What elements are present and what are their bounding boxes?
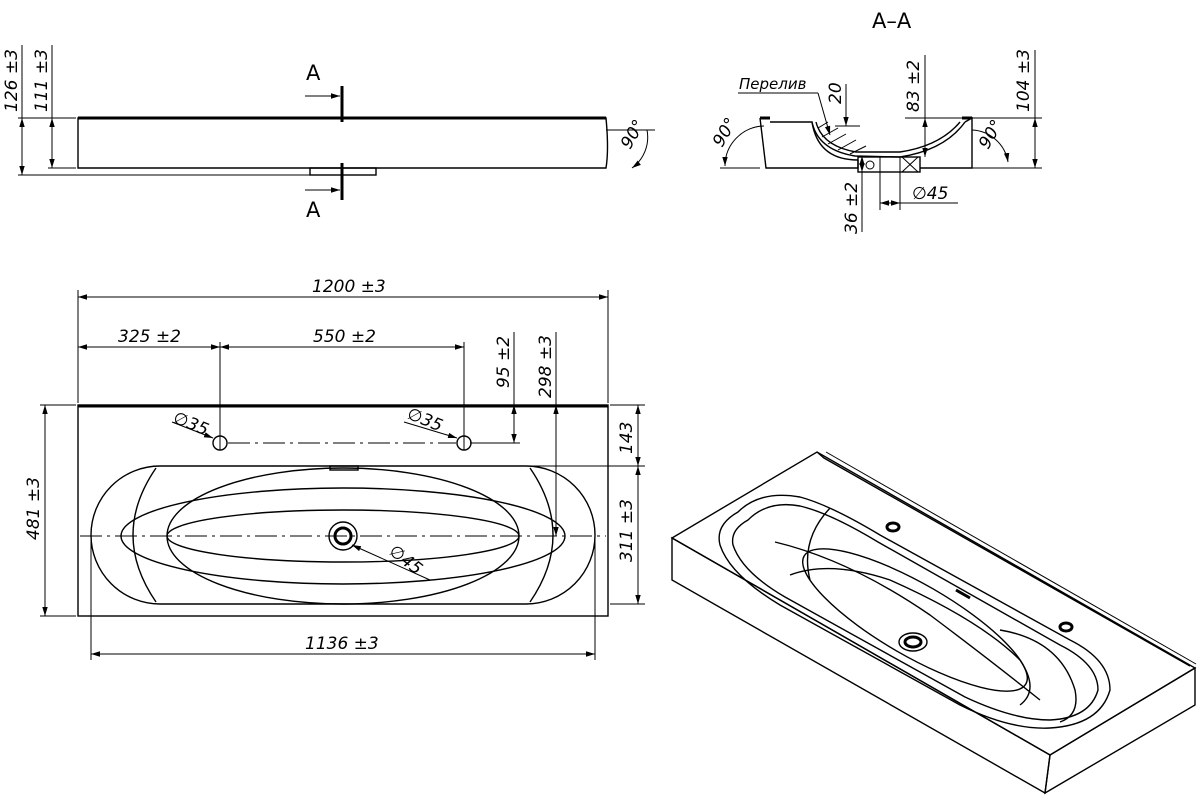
iso-drain xyxy=(898,632,928,652)
dim-section-drain-diameter: ∅45 xyxy=(912,184,948,204)
overflow-slot xyxy=(329,465,359,471)
dim-overflow: 20 xyxy=(826,82,846,104)
section-mark-top: А xyxy=(306,61,321,85)
dim-section-total-height: 104 ±3 xyxy=(1014,49,1034,112)
dim-tap-spacing: 550 ±2 xyxy=(313,327,376,347)
dim-section-bowl-depth: 83 ±2 xyxy=(904,60,924,112)
dim-tap-left: 325 ±2 xyxy=(118,327,181,347)
angle-section-left: 90° xyxy=(709,114,741,150)
dim-side-total-height: 126 ±3 xyxy=(2,49,22,112)
isometric-view xyxy=(670,451,1197,795)
dim-plan-depth: 481 ±3 xyxy=(24,477,44,540)
section-view: А–А Перелив 20 xyxy=(709,9,1042,234)
overflow-label: Перелив xyxy=(739,75,807,93)
plan-drain-diameter: ∅45 xyxy=(385,541,426,579)
dim-side-height: 111 ±3 xyxy=(32,49,52,112)
iso-top-face xyxy=(670,451,1197,756)
hole-left-diameter: ∅35 xyxy=(170,408,211,440)
dim-plan-width: 1200 ±3 xyxy=(312,277,386,297)
side-view: А А 126 ±3 111 ±3 90° xyxy=(2,45,655,222)
section-mark-bottom: А xyxy=(306,198,321,222)
section-right-rim xyxy=(920,116,973,169)
iso-right-face xyxy=(1044,666,1196,795)
iso-front-face xyxy=(671,536,1051,795)
plan-view: ∅35 ∅35 ∅45 1200 ±3 325 ±2 550 ±2 95 ±2 … xyxy=(24,277,645,660)
section-drain xyxy=(857,156,921,173)
dim-plan-bowl-width: 1136 ±3 xyxy=(305,634,379,654)
iso-bowl xyxy=(718,494,1111,729)
dim-plan-bowl-depth: 311 ±3 xyxy=(617,499,637,562)
angle-side: 90° xyxy=(617,116,649,152)
iso-overflow-slot xyxy=(955,588,971,600)
dim-drain-height: 36 ±2 xyxy=(842,182,862,234)
hole-right-diameter: ∅35 xyxy=(404,404,445,436)
dim-back-ledge: 143 xyxy=(617,422,637,454)
dim-bowl-offset: 298 ±3 xyxy=(536,335,556,398)
dim-tap-offset: 95 ±2 xyxy=(494,336,514,388)
iso-tap-hole-left xyxy=(885,521,901,533)
section-title: А–А xyxy=(872,9,912,33)
side-view-outline xyxy=(77,117,609,169)
iso-tap-hole-right xyxy=(1058,621,1074,633)
